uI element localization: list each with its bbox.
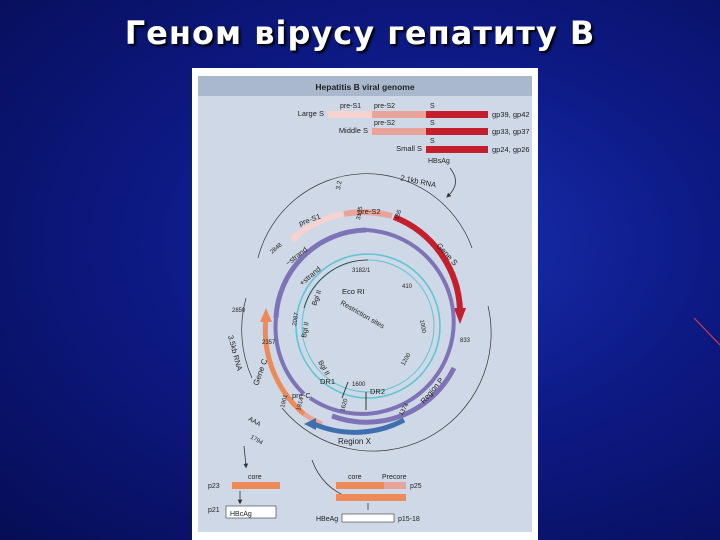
diagram-header-bar: [198, 76, 532, 96]
small-s-hbsag: HBsAg: [428, 158, 450, 165]
outer-arc-top: [257, 173, 473, 259]
right-precore-bar: [384, 482, 406, 489]
middle-s-s-bar: [426, 128, 488, 135]
row-label-large-s: Large S: [298, 109, 324, 118]
gene-s-arrowhead: [454, 308, 466, 324]
ring-left-lower: [273, 317, 306, 396]
right-precore-label: Precore: [382, 474, 407, 481]
num-2357: 2357: [262, 340, 276, 346]
num-1901: 1901: [280, 393, 289, 408]
left-core-label: core: [248, 474, 262, 481]
middle-s-s-label: S: [430, 120, 435, 127]
num-155: 155: [394, 209, 403, 221]
right-p1518-label: p15-18: [398, 516, 420, 523]
right-p25-label: p25: [410, 483, 422, 490]
right-hbeag-box: [341, 513, 395, 523]
rna-21-arrow: [446, 167, 456, 198]
outer-arc-left: [241, 297, 253, 379]
small-s-s-bar: [426, 146, 488, 153]
left-p21-label: p21: [208, 507, 220, 514]
large-s-s-bar: [426, 111, 488, 118]
middle-s-pre-s2-bar: [372, 128, 426, 135]
label-eco-ri: Eco RI: [342, 287, 365, 296]
genome-figure: Hepatitis B viral genome Large S pre-S1 …: [192, 68, 538, 540]
num-2850: 2850: [232, 308, 246, 314]
inner-ring-cyan-1: [295, 253, 441, 399]
num-2087: 2087: [292, 312, 300, 327]
region-x-arrowhead: [304, 418, 316, 430]
num-3-2: 3.2: [335, 180, 344, 190]
middle-s-pre-s2-label: pre-S2: [374, 120, 395, 127]
num-1600: 1600: [352, 382, 366, 388]
plus-strand-arc: [303, 259, 369, 309]
small-s-s-label: S: [430, 138, 435, 145]
right-hbeag-label: HBeAg: [316, 516, 338, 523]
ring-minus-strand: [273, 227, 367, 319]
left-p23-bar: [232, 482, 280, 489]
right-core-bar: [336, 482, 384, 489]
diagram-header: Hepatitis B viral genome: [315, 82, 414, 92]
ring-region-p-outer: [308, 228, 456, 416]
large-s-product: gp39, gp42: [492, 110, 530, 119]
num-3182: 3182/1: [352, 268, 371, 274]
ring-pre-c: [302, 411, 324, 427]
diagram-panel: [198, 76, 532, 532]
bottom-proteins: core p23 p21 HBcAg core Precore p25 HBeA…: [208, 445, 422, 523]
ring-pre-s1: [289, 211, 343, 243]
right-core-label: core: [348, 474, 362, 481]
outer-arc-right: [281, 305, 492, 452]
ring-region-p: [331, 366, 457, 425]
label-region-x: Region X: [338, 437, 372, 446]
label-bgl-ii-b: Bgl II: [301, 321, 311, 338]
left-hbcag-label: HBcAg: [230, 511, 252, 518]
slide-title: Геном вірусу гепатиту В: [124, 14, 596, 52]
small-s-product: gp24, gp26: [492, 145, 530, 154]
ring-gene-c: [262, 317, 306, 416]
large-s-pre-s1-bar: [328, 111, 372, 118]
arrow-left-core: [243, 445, 249, 469]
large-s-pre-s1-label: pre-S1: [340, 103, 361, 110]
ring-region-x: [313, 417, 406, 435]
label-dr1: DR1: [320, 377, 335, 386]
num-1814: 1814: [296, 396, 305, 411]
large-s-pre-s2-label: pre-S2: [374, 103, 395, 110]
ring-gene-s: [392, 214, 463, 311]
label-dr2: DR2: [370, 387, 385, 396]
ring-pre-s2: [343, 209, 393, 219]
num-1000: 1000: [418, 319, 426, 334]
row-label-middle-s: Middle S: [339, 126, 368, 135]
row-label-small-s: Small S: [396, 144, 422, 153]
num-3175: 3175: [356, 206, 364, 221]
gene-c-arrowhead: [260, 308, 272, 322]
label-pre-c: pre-C: [292, 391, 311, 400]
right-intermediate-bar: [336, 494, 406, 501]
large-s-s-label: S: [430, 103, 435, 110]
decorative-line: [693, 317, 720, 346]
s-protein-rows: Large S pre-S1 pre-S2 S gp39, gp42 Middl…: [298, 103, 530, 165]
genome-diagram: Hepatitis B viral genome Large S pre-S1 …: [198, 76, 532, 532]
left-hbcag-box: [225, 505, 277, 519]
num-410: 410: [402, 284, 413, 290]
left-p23-label: p23: [208, 483, 220, 490]
middle-s-product: gp33, gp37: [492, 127, 530, 136]
num-1620: 1620: [340, 397, 349, 412]
label-pre-s2: pre-S2: [358, 207, 381, 216]
dr1-marker: [341, 381, 349, 399]
num-833: 833: [460, 338, 471, 344]
large-s-pre-s2-bar: [372, 111, 426, 118]
